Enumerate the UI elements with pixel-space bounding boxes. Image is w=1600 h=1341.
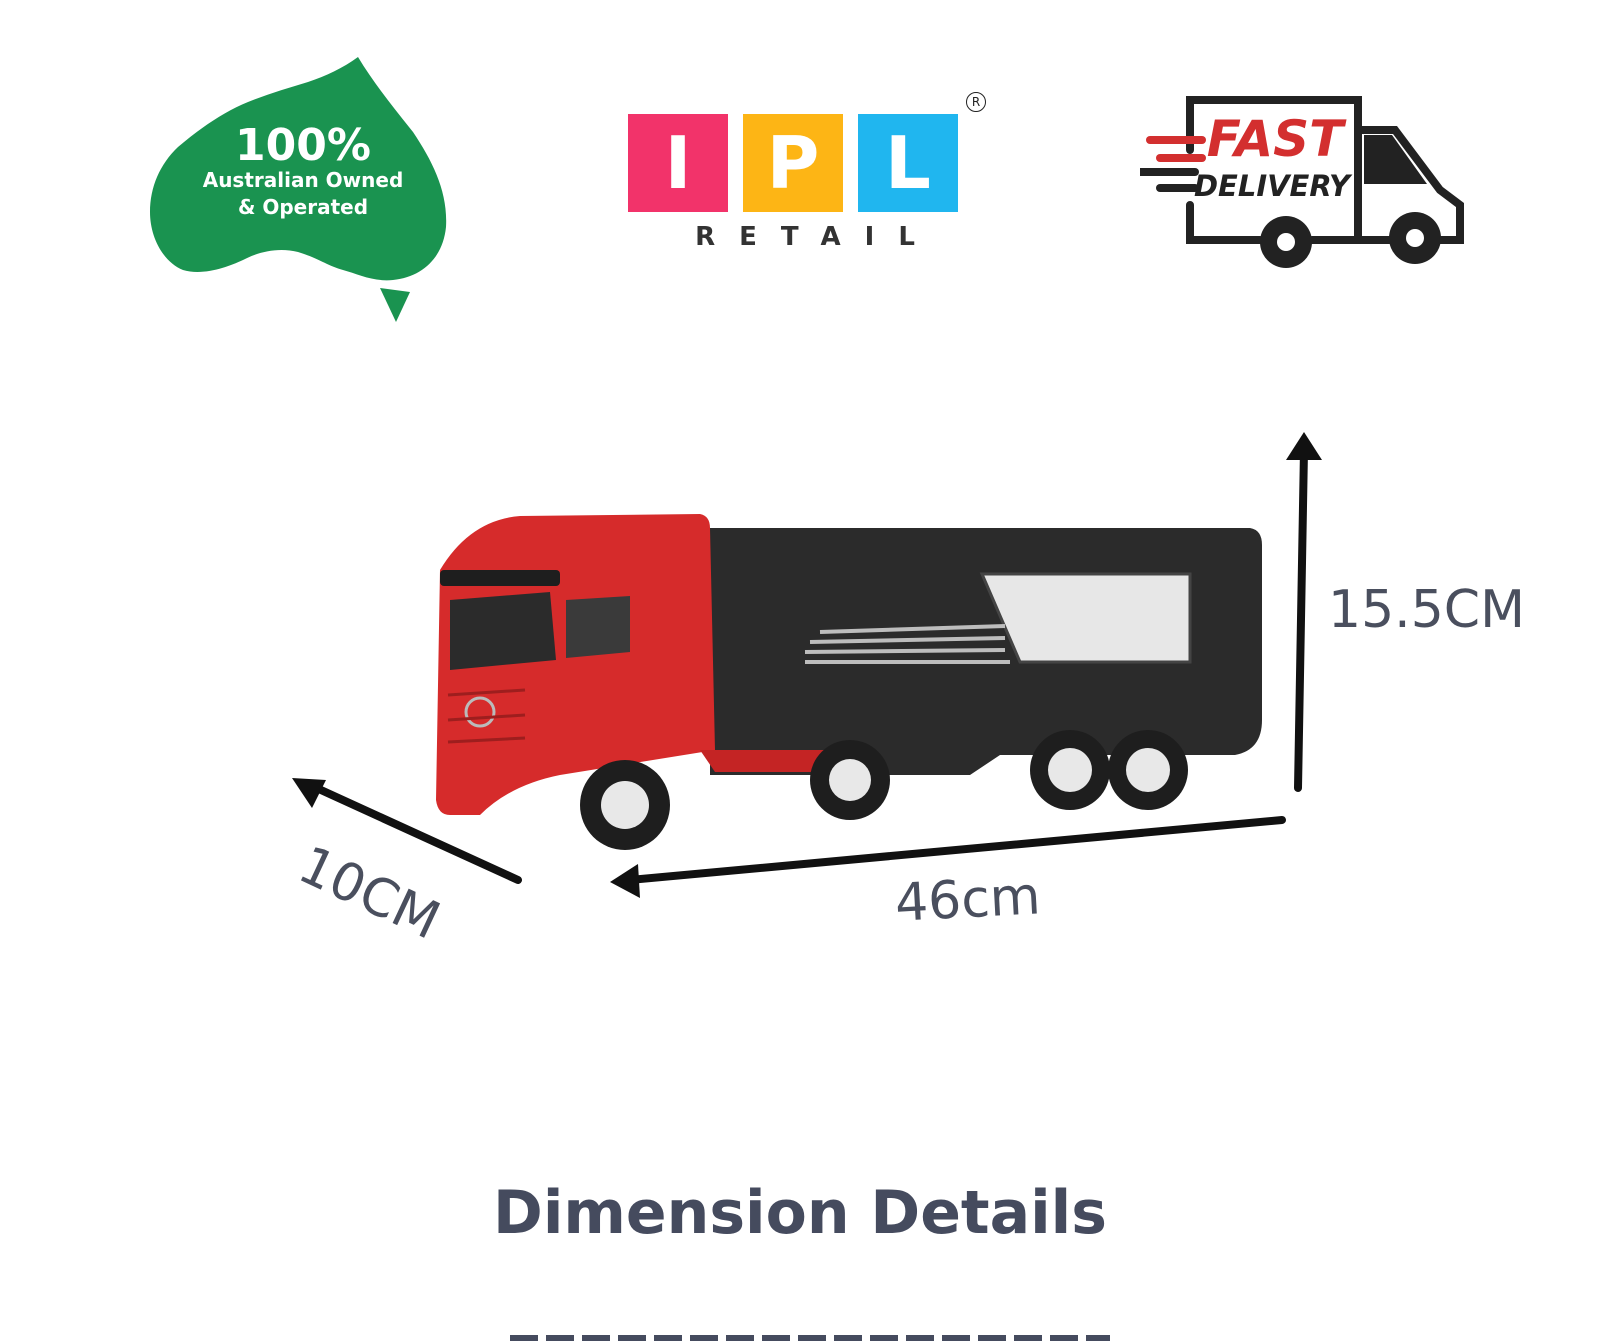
ipl-retail-logo: I P L R RETAIL: [628, 92, 988, 262]
delivery-truck-icon: FAST DELIVERY: [1136, 96, 1464, 268]
logo-letter-l: L: [858, 114, 958, 212]
logo-letter-i: I: [628, 114, 728, 212]
registered-mark-icon: R: [966, 92, 986, 112]
clipped-heading: [510, 1326, 1110, 1341]
height-label: 15.5CM: [1328, 580, 1525, 640]
badge-percent: 100%: [235, 120, 371, 171]
badge-line1: Australian Owned: [203, 168, 404, 192]
logo-subtitle: RETAIL: [695, 222, 939, 252]
section-title: Dimension Details: [493, 1178, 1107, 1248]
australia-map-icon: 100% Australian Owned & Operated: [150, 57, 447, 322]
fast-delivery-badge: FAST DELIVERY: [1136, 80, 1500, 280]
length-label: 46cm: [893, 866, 1042, 934]
australian-owned-badge: 100% Australian Owned & Operated: [148, 52, 450, 324]
fast-text: FAST: [1207, 110, 1347, 168]
badge-line2: & Operated: [238, 195, 368, 219]
logo-letter-p: P: [743, 114, 843, 212]
product-dimension-diagram: [270, 420, 1580, 980]
delivery-text: DELIVERY: [1194, 169, 1353, 203]
toy-truck-trailer-image: [292, 432, 1322, 898]
